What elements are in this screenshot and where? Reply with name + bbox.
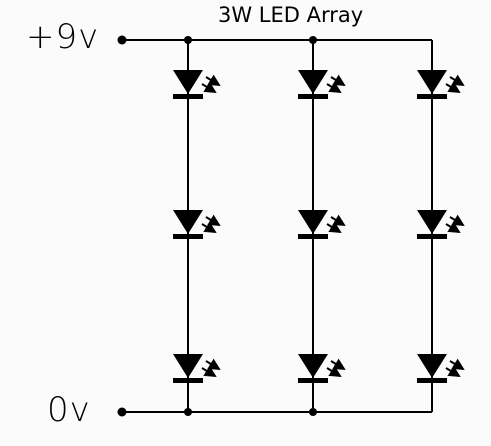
led-icon xyxy=(173,70,221,99)
led-cathode-bar xyxy=(173,234,203,239)
led-cathode-bar xyxy=(173,94,203,99)
light-emission-arrow-icon xyxy=(326,365,342,378)
light-emission-arrow-icon xyxy=(205,214,221,227)
led-anode-triangle xyxy=(298,210,328,234)
led-anode-triangle xyxy=(298,354,328,378)
led-icon xyxy=(173,354,221,383)
light-emission-arrow-icon xyxy=(326,221,342,234)
led-anode-triangle xyxy=(417,70,447,94)
light-emission-arrow-icon xyxy=(330,358,346,371)
light-emission-arrow-icon xyxy=(330,74,346,87)
string-1-bottom-junction xyxy=(184,408,192,416)
string-1-top-junction xyxy=(184,36,192,44)
light-emission-arrow-icon xyxy=(449,74,465,87)
led-icon xyxy=(417,210,465,239)
led-anode-triangle xyxy=(173,70,203,94)
led-icon xyxy=(298,210,346,239)
led-anode-triangle xyxy=(417,210,447,234)
light-emission-arrow-icon xyxy=(201,365,217,378)
led-cathode-bar xyxy=(173,378,203,383)
light-emission-arrow-icon xyxy=(205,74,221,87)
light-emission-arrow-icon xyxy=(445,221,461,234)
led-icon xyxy=(173,210,221,239)
led-icon xyxy=(298,70,346,99)
led-cathode-bar xyxy=(417,378,447,383)
led-icon xyxy=(417,70,465,99)
light-emission-arrow-icon xyxy=(201,221,217,234)
ground-rail-label: 0v xyxy=(47,390,91,430)
light-emission-arrow-icon xyxy=(201,81,217,94)
led-anode-triangle xyxy=(173,210,203,234)
light-emission-arrow-icon xyxy=(445,365,461,378)
led-icon xyxy=(298,354,346,383)
led-cathode-bar xyxy=(298,234,328,239)
light-emission-arrow-icon xyxy=(445,81,461,94)
diagram-title: 3W LED Array xyxy=(218,3,364,27)
positive-terminal-dot xyxy=(117,35,127,45)
positive-rail-label: +9v xyxy=(26,17,100,57)
ground-terminal-dot xyxy=(117,407,127,417)
string-2-bottom-junction xyxy=(309,408,317,416)
led-cathode-bar xyxy=(417,234,447,239)
light-emission-arrow-icon xyxy=(449,358,465,371)
led-cathode-bar xyxy=(417,94,447,99)
led-anode-triangle xyxy=(417,354,447,378)
led-icon xyxy=(417,354,465,383)
led-cathode-bar xyxy=(298,94,328,99)
light-emission-arrow-icon xyxy=(330,214,346,227)
led-anode-triangle xyxy=(173,354,203,378)
light-emission-arrow-icon xyxy=(449,214,465,227)
light-emission-arrow-icon xyxy=(326,81,342,94)
led-cathode-bar xyxy=(298,378,328,383)
string-2-top-junction xyxy=(309,36,317,44)
led-anode-triangle xyxy=(298,70,328,94)
light-emission-arrow-icon xyxy=(205,358,221,371)
